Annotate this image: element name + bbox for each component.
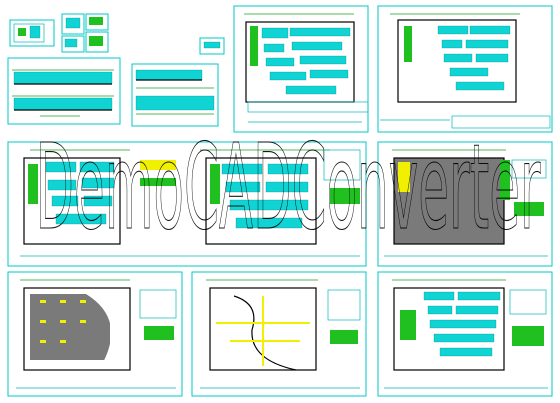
sheet-floor-plan-3[interactable] [7, 141, 367, 267]
sheet-floor-plan-4[interactable] [377, 141, 553, 267]
sheet-floor-plan-5[interactable] [377, 271, 553, 397]
sheet-ceiling-plan-1[interactable] [7, 271, 183, 397]
sheet-elevation-1[interactable] [7, 57, 121, 125]
sheet-floor-plan-1[interactable] [233, 5, 369, 133]
sheet-floor-plan-2[interactable] [377, 5, 553, 133]
sheet-ceiling-plan-2[interactable] [191, 271, 367, 397]
sheet-detail-thumbnails[interactable] [9, 13, 225, 55]
sheet-elevation-2[interactable] [131, 63, 219, 127]
